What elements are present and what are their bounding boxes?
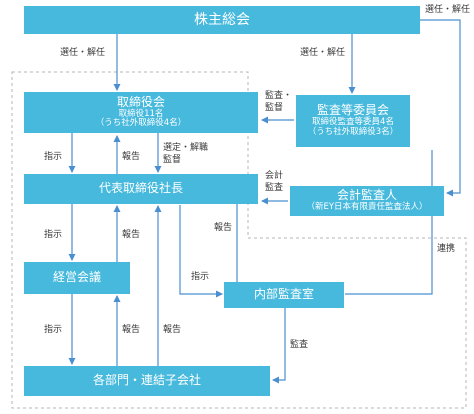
label-report-5: 報告 — [163, 325, 182, 335]
label-audit-supervise-2: 監督 — [265, 103, 284, 113]
board-of-directors-box: 取締役会 取締役11名 （うち社外取締役4名） — [24, 92, 258, 133]
label-instruct-3: 指示 — [191, 272, 210, 282]
label-instruct-2: 指示 — [44, 230, 63, 240]
label-audit-supervise-1: 監査・ — [265, 91, 293, 101]
president-box: 代表取締役社長 — [24, 174, 258, 204]
label-cooperation: 連携 — [437, 244, 456, 254]
label-accounting-audit-2: 監査 — [265, 183, 284, 193]
audit-committee-box: 監査等委員会 取締役監査等委員4名 （うち社外取締役3名） — [296, 95, 410, 147]
label-report-3: 報告 — [214, 223, 233, 233]
president-title: 代表取締役社長 — [98, 181, 183, 196]
label-accounting-audit-1: 会計 — [265, 171, 284, 181]
management-meeting-title: 経営会議 — [52, 270, 101, 285]
internal-audit-title: 内部監査室 — [253, 287, 314, 302]
label-report-4: 報告 — [122, 325, 141, 335]
accounting-auditor-title: 会計監査人 — [336, 188, 397, 203]
audit-committee-line1: 取締役監査等委員4名 — [312, 117, 394, 128]
label-report-1: 報告 — [122, 152, 141, 162]
shareholders-meeting-title: 株主総会 — [194, 11, 250, 28]
management-meeting-box: 経営会議 — [24, 262, 130, 294]
accounting-auditor-box: 会計監査人 （新EY日本有限責任監査法人） — [290, 186, 444, 216]
shareholders-meeting-box: 株主総会 — [24, 6, 420, 34]
label-instruct-4: 指示 — [44, 325, 63, 335]
divisions-title: 各部門・連結子会社 — [92, 373, 201, 388]
label-audit: 監査 — [290, 340, 309, 350]
label-select-dismiss-2: 監督 — [163, 155, 182, 165]
accounting-auditor-line1: （新EY日本有限責任監査法人） — [306, 202, 428, 213]
arrow-shareholders-to-accounting-auditor — [420, 19, 461, 197]
board-line1: 取締役11名 — [118, 108, 164, 119]
audit-committee-line2: （うち社外取締役3名） — [307, 126, 399, 137]
label-appoint-right: 選任・解任 — [425, 5, 471, 15]
audit-committee-title: 監査等委員会 — [316, 103, 389, 118]
arrow-president-to-internal-audit — [179, 205, 223, 298]
arrow-internal-audit-to-divisions — [272, 307, 286, 384]
label-instruct-1: 指示 — [44, 152, 63, 162]
board-title: 取締役会 — [116, 94, 165, 109]
line-cooperation — [345, 211, 433, 295]
label-select-dismiss-1: 選定・解職 — [163, 143, 209, 153]
label-appoint-left: 選任・解任 — [60, 48, 106, 58]
company-scope-boundary — [11, 71, 467, 409]
board-line2: （うち社外取締役4名） — [95, 118, 187, 129]
label-report-2: 報告 — [122, 230, 141, 240]
label-appoint-mid: 選任・解任 — [300, 48, 346, 58]
divisions-box: 各部門・連結子会社 — [24, 366, 270, 396]
internal-audit-box: 内部監査室 — [224, 282, 344, 308]
